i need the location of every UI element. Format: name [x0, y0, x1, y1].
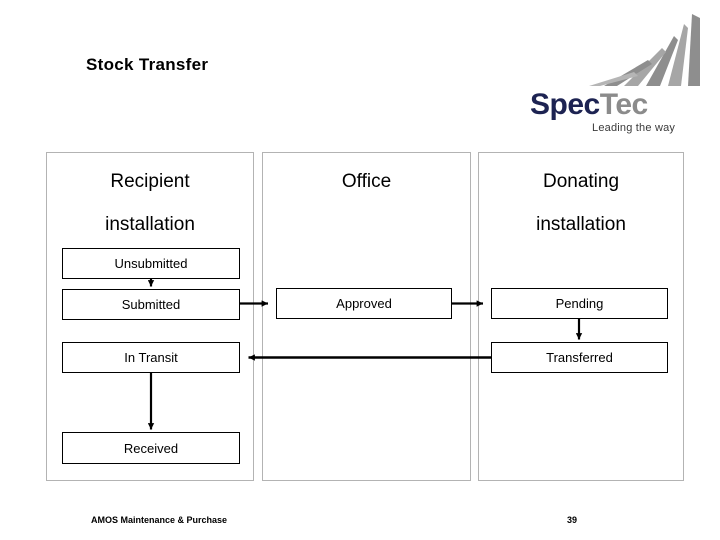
swimlane-office-line1: Office — [341, 171, 392, 192]
swimlane-donating-line2: installation — [536, 214, 626, 235]
logo-word-primary: Spec — [530, 88, 600, 121]
state-box-pending[interactable]: Pending — [491, 288, 668, 319]
swimlane-recipient-line1: Recipient — [110, 171, 190, 192]
swimlane-recipient: Recipient installation — [46, 152, 254, 481]
state-box-approved[interactable]: Approved — [276, 288, 452, 319]
state-box-transferred[interactable]: Transferred — [491, 342, 668, 373]
page-title: Stock Transfer — [86, 55, 209, 74]
state-label-unsubmitted: Unsubmitted — [114, 256, 188, 271]
swimlane-donating: Donating installation — [478, 152, 684, 481]
state-label-pending: Pending — [555, 296, 604, 311]
swimlane-office: Office — [262, 152, 471, 481]
state-label-in-transit: In Transit — [124, 350, 178, 365]
logo-rays-graphic — [589, 14, 700, 86]
logo-tagline: Leading the way — [592, 122, 676, 134]
swimlane-donating-line1: Donating — [542, 171, 620, 192]
footer-text: AMOS Maintenance & Purchase — [91, 515, 228, 525]
state-label-transferred: Transferred — [546, 350, 613, 365]
swimlane-donating-header: Donating installation — [479, 169, 683, 238]
state-box-in-transit[interactable]: In Transit — [62, 342, 240, 373]
logo-wordmark: SpecTec — [530, 90, 705, 120]
footer-page-number: 39 — [567, 515, 578, 525]
swimlane-recipient-header: Recipient installation — [47, 169, 253, 238]
state-label-approved: Approved — [336, 296, 392, 311]
swimlane-office-header: Office — [263, 169, 470, 212]
swimlane-recipient-line2: installation — [105, 214, 195, 235]
state-box-submitted[interactable]: Submitted — [62, 289, 240, 320]
state-label-submitted: Submitted — [121, 297, 181, 312]
state-label-received: Received — [123, 440, 179, 456]
state-box-received[interactable]: Received — [62, 432, 240, 464]
state-box-unsubmitted[interactable]: Unsubmitted — [62, 248, 240, 279]
logo-word-secondary: Tec — [599, 88, 648, 121]
spectec-logo: SpecTec Leading the way — [530, 14, 705, 134]
